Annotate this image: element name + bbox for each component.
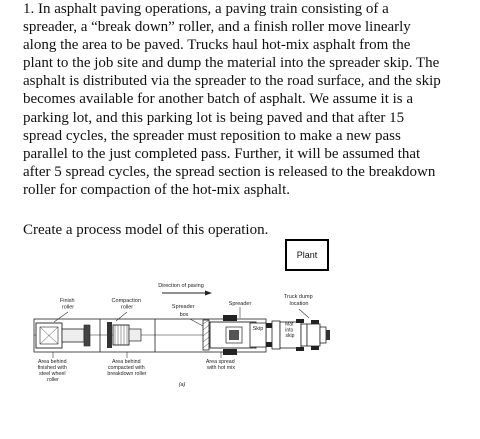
problem-line: roller for compaction of the hot-mix asp… [23,181,291,198]
area-spread-label: Area spread with hot mix [206,359,236,371]
spreader-icon [209,315,257,355]
truck-icon: Mat into skip [266,319,330,351]
task-prompt: Create a process model of this operation… [23,222,269,238]
problem-line: 1. In asphalt paving operations, a pavin… [23,1,389,17]
problem-line: along the area to be paved. Trucks haul … [23,37,411,54]
problem-line: becomes available for another batch of a… [23,91,414,108]
problem-line: parallel to the just completed pass. Fur… [23,145,421,162]
direction-label: Direction of paving [158,283,204,289]
problem-line: after 5 spread cycles, the spread sectio… [23,163,436,180]
compaction-roller-icon [107,322,142,348]
problem-text: 1. In asphalt paving operations, a pavin… [23,0,475,199]
compaction-roller-label: Compaction roller [112,298,143,311]
spreader-box-label: Spreader box [172,304,196,318]
truck-dump-label: Truck dump location [284,294,314,307]
problem-line: spreader, a “break down” roller, and a f… [23,19,411,36]
figure-caption: (a) [179,382,186,388]
problem-line: parking lot, and this parking lot is bei… [23,109,405,126]
finish-roller-label: Finish roller [60,298,76,311]
problem-line: asphalt is distributed via the spreader … [23,73,441,90]
area-finished-label: Area behind finished with steel wheel ro… [38,359,69,383]
skip-label: Skip [253,326,264,332]
spreader-label: Spreader [229,301,252,307]
plant-node[interactable]: Plant [285,239,329,271]
problem-line: spread cycles, the spreader must reposit… [23,127,401,144]
skip-icon: Skip [249,322,267,348]
area-compacted-label: Area behind compacted with breakdown rol… [107,359,146,377]
mat-into-skip-label: Mat into skip [285,322,295,340]
plant-node-label: Plant [296,250,318,260]
spreader-box-icon [202,319,210,351]
problem-line: plant to the job site and dump the mater… [23,55,440,72]
finish-roller-icon [35,322,91,349]
direction-arrowhead [205,290,212,296]
